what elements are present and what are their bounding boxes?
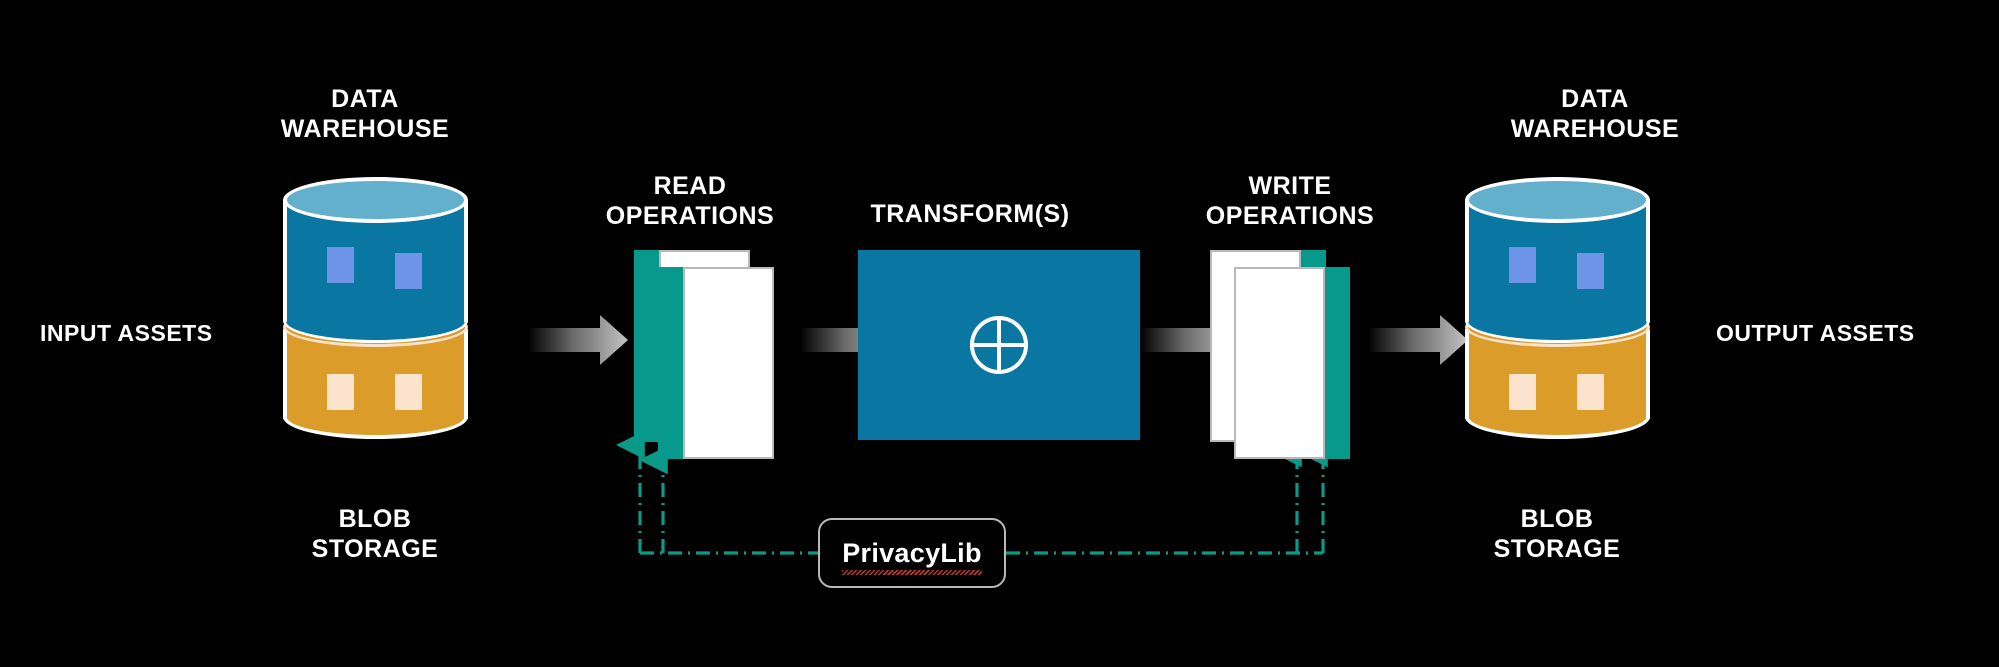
flow-arrow-4: [1368, 315, 1468, 365]
transforms-box[interactable]: [858, 250, 1140, 440]
crosshair-circle-icon: [970, 316, 1028, 374]
privacylib-label: PrivacyLib: [842, 538, 982, 575]
input-data-warehouse-cylinder: [283, 177, 468, 442]
warehouse-brick-peach-2: [395, 374, 422, 410]
input-blob-storage-label: BLOB STORAGE: [311, 505, 439, 563]
read-document-back-spine: [634, 250, 659, 442]
read-operations-stack[interactable]: [634, 250, 774, 459]
spellcheck-squiggle-underline: [842, 569, 982, 575]
output-warehouse-title: DATA WAREHOUSE: [1510, 85, 1680, 143]
input-warehouse-title: DATA WAREHOUSE: [280, 85, 450, 143]
read-document-front-body: [683, 267, 774, 459]
read-document-front-spine: [658, 267, 683, 459]
warehouse-brick-peach-1: [1509, 374, 1536, 410]
warehouse-brick-peach-2: [1577, 374, 1604, 410]
warehouse-brick-blue-2: [1577, 253, 1604, 289]
write-document-front[interactable]: [1234, 267, 1350, 459]
output-data-warehouse-cylinder: [1465, 177, 1650, 442]
flow-arrow-1: [528, 315, 628, 365]
warehouse-brick-blue-1: [1509, 247, 1536, 283]
write-document-front-body: [1234, 267, 1325, 459]
privacylib-pill[interactable]: PrivacyLib: [818, 518, 1006, 588]
read-document-front[interactable]: [658, 267, 774, 459]
transforms-title: TRANSFORM(S): [870, 200, 1070, 228]
output-blob-storage-label: BLOB STORAGE: [1493, 505, 1621, 563]
warehouse-brick-blue-2: [395, 253, 422, 289]
output-assets-label: OUTPUT ASSETS: [1716, 320, 1915, 346]
warehouse-brick-blue-1: [327, 247, 354, 283]
cylinder-blue-rim: [1465, 177, 1650, 223]
input-assets-label: INPUT ASSETS: [40, 320, 213, 346]
warehouse-brick-peach-1: [327, 374, 354, 410]
write-document-front-spine: [1325, 267, 1350, 459]
write-operations-stack[interactable]: [1210, 250, 1350, 459]
write-operations-title: WRITE OPERATIONS: [1205, 172, 1375, 230]
cylinder-blue-rim: [283, 177, 468, 223]
read-operations-title: READ OPERATIONS: [605, 172, 775, 230]
